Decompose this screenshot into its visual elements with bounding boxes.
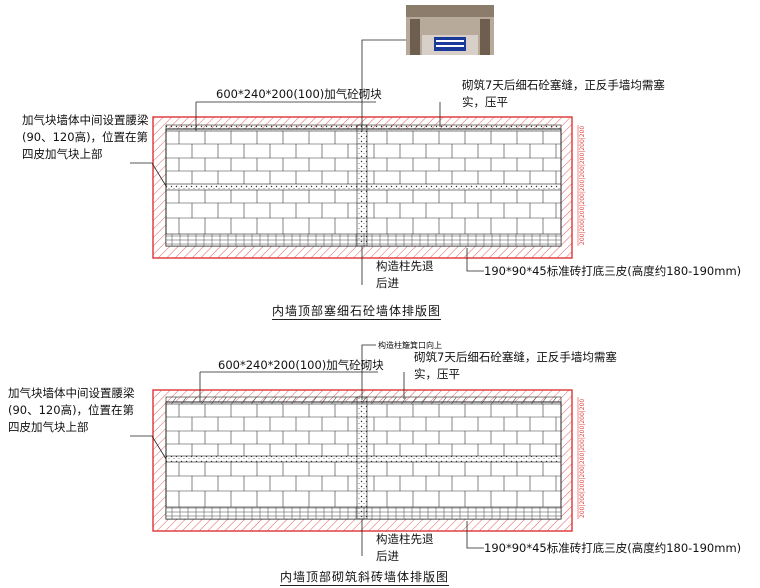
ring-beam-note-2-line3: 四皮加气块上部 xyxy=(8,420,89,434)
diagram-caption-2: 内墙顶部砌筑斜砖墙体排版图 xyxy=(280,570,450,586)
diagram-caption: 内墙顶部塞细石砼墙体排版图 xyxy=(272,304,442,320)
column-note-2-line1: 构造柱先退 xyxy=(376,532,434,546)
column-note-line1: 构造柱先退 xyxy=(376,259,434,273)
column-note-line2: 后进 xyxy=(376,276,399,290)
structural-column-2 xyxy=(356,396,368,520)
structural-column xyxy=(356,124,368,247)
ring-beam-note-line1: 加气块墙体中间设置腰梁 xyxy=(22,113,149,127)
lower-block-rows xyxy=(166,416,561,492)
ring-beam-note-2-line1: 加气块墙体中间设置腰梁 xyxy=(8,386,135,400)
dimension-text-2: 200|200|200|200|200|200|200|200|200 xyxy=(579,399,586,518)
upper-block-joints xyxy=(178,131,557,234)
block-label: 600*240*200(100)加气砼砌块 xyxy=(216,87,382,101)
column-note-2-line2: 后进 xyxy=(376,549,399,563)
ring-beam-note-line3: 四皮加气块上部 xyxy=(22,147,103,161)
ring-beam-note-line2: (90、120高)，位置在第 xyxy=(22,130,149,144)
lower-block-joints xyxy=(178,404,557,507)
panel-top: 200|200|200|200|200|200|200|200|200 xyxy=(130,39,586,285)
site-photo xyxy=(406,5,494,55)
ring-beam-note-2-line2: (90、120高)，位置在第 xyxy=(8,403,135,417)
panel-bottom: 200|200|200|200|200|200|200|200|200 xyxy=(130,344,586,556)
leader-lines-top xyxy=(130,39,484,285)
base-brick-note-2: 190*90*45标准砖打底三皮(高度约180-190mm) xyxy=(484,541,742,555)
dimension-text: 200|200|200|200|200|200|200|200|200 xyxy=(579,126,586,245)
grout-note-line2: 实，压平 xyxy=(462,95,508,109)
grout-note-line1: 砌筑7天后细石砼塞缝，正反手墙均需塞 xyxy=(462,78,665,92)
site-photo-graphic xyxy=(406,5,494,55)
base-brick-note: 190*90*45标准砖打底三皮(高度约180-190mm) xyxy=(484,264,742,278)
grout-note-2-line2: 实，压平 xyxy=(414,367,460,381)
grout-note-2-line1: 砌筑7天后细石砼塞缝，正反手墙均需塞 xyxy=(414,350,617,364)
upper-block-rows xyxy=(166,143,561,219)
column-top-note: 构造柱簸箕口向上 xyxy=(378,341,442,350)
leader-lines-bottom xyxy=(130,344,484,556)
block-label-2: 600*240*200(100)加气砼砌块 xyxy=(218,358,384,372)
